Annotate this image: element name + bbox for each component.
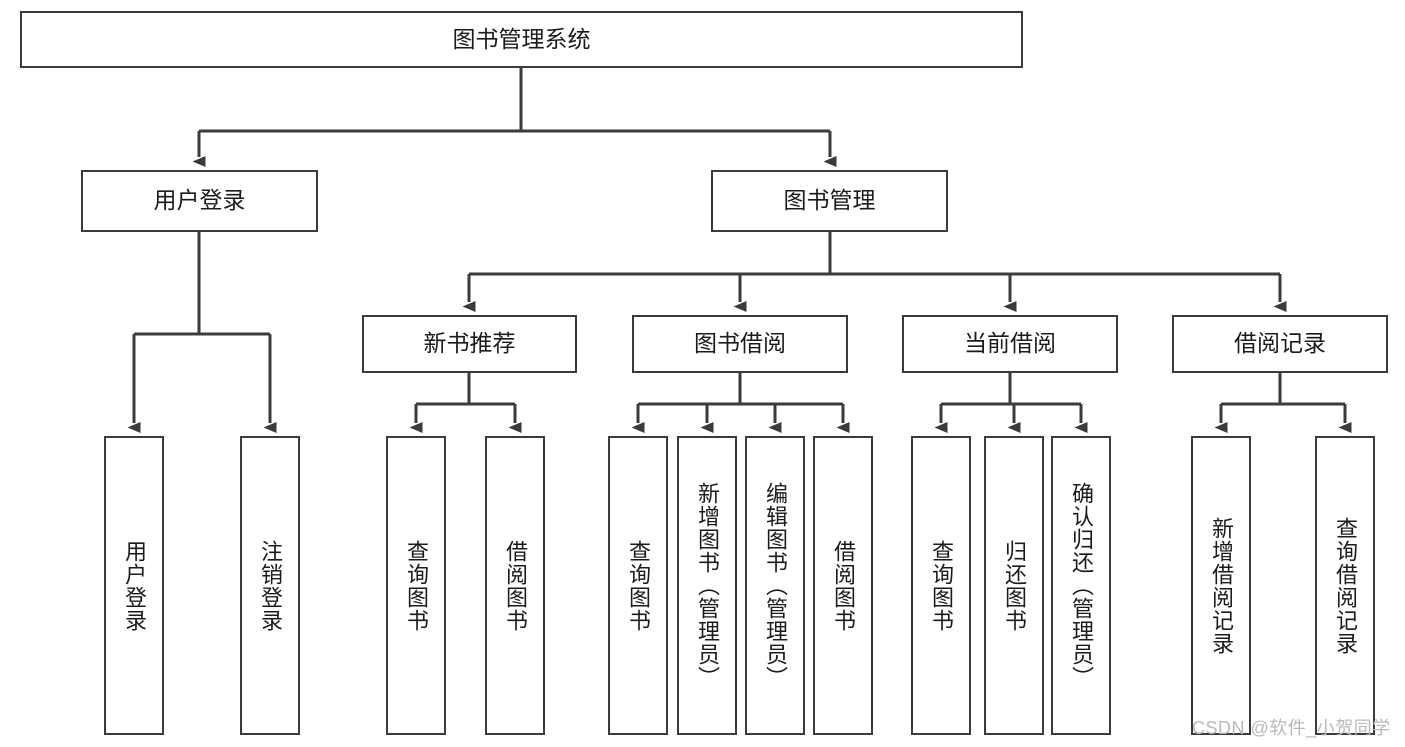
leaf-edit-book-admin[interactable]: 编辑图书（管理员） (745, 436, 805, 735)
leaf-query-book-current[interactable]: 查询图书 (911, 436, 971, 735)
node-label: 编辑图书（管理员） (762, 482, 788, 689)
node-label: 确认归还（管理员） (1068, 482, 1094, 689)
node-label: 当前借阅 (964, 330, 1056, 357)
node-label: 图书借阅 (694, 330, 786, 357)
node-label: 借阅记录 (1234, 330, 1326, 357)
node-new-book-recommend[interactable]: 新书推荐 (362, 315, 577, 373)
leaf-return-book[interactable]: 归还图书 (984, 436, 1044, 735)
node-label: 用户登录 (153, 187, 246, 214)
node-label: 查询借阅记录 (1332, 516, 1358, 655)
leaf-logout[interactable]: 注销登录 (240, 436, 300, 735)
leaf-borrow-book-recommend[interactable]: 借阅图书 (485, 436, 545, 735)
leaf-add-borrow-record[interactable]: 新增借阅记录 (1191, 436, 1251, 735)
node-label: 新书推荐 (423, 330, 516, 357)
node-label: 借阅图书 (502, 539, 528, 632)
leaf-user-login[interactable]: 用户登录 (104, 436, 164, 735)
node-current-borrow[interactable]: 当前借阅 (902, 315, 1118, 373)
node-book-borrow[interactable]: 图书借阅 (632, 315, 848, 373)
node-label: 归还图书 (1001, 539, 1027, 632)
leaf-query-book-recommend[interactable]: 查询图书 (386, 436, 446, 735)
node-label: 用户登录 (121, 539, 147, 632)
node-label: 查询图书 (403, 539, 429, 632)
watermark: CSDN @软件_小贺同学 (1192, 718, 1391, 738)
node-label: 新增借阅记录 (1208, 516, 1234, 655)
node-root[interactable]: 图书管理系统 (20, 11, 1023, 68)
node-label: 借阅图书 (830, 539, 856, 632)
leaf-query-book[interactable]: 查询图书 (608, 436, 668, 735)
leaf-query-borrow-record[interactable]: 查询借阅记录 (1315, 436, 1375, 735)
leaf-add-book-admin[interactable]: 新增图书（管理员） (677, 436, 737, 735)
node-label: 查询图书 (928, 539, 954, 632)
node-label: 查询图书 (625, 539, 651, 632)
node-book-management[interactable]: 图书管理 (711, 170, 948, 232)
node-label: 图书管理 (783, 187, 876, 214)
node-label: 注销登录 (257, 539, 283, 632)
node-user-login[interactable]: 用户登录 (81, 170, 318, 232)
node-label: 新增图书（管理员） (694, 482, 720, 689)
leaf-borrow-book[interactable]: 借阅图书 (813, 436, 873, 735)
node-borrow-record[interactable]: 借阅记录 (1172, 315, 1388, 373)
leaf-confirm-return-admin[interactable]: 确认归还（管理员） (1051, 436, 1111, 735)
node-label: 图书管理系统 (452, 25, 591, 52)
